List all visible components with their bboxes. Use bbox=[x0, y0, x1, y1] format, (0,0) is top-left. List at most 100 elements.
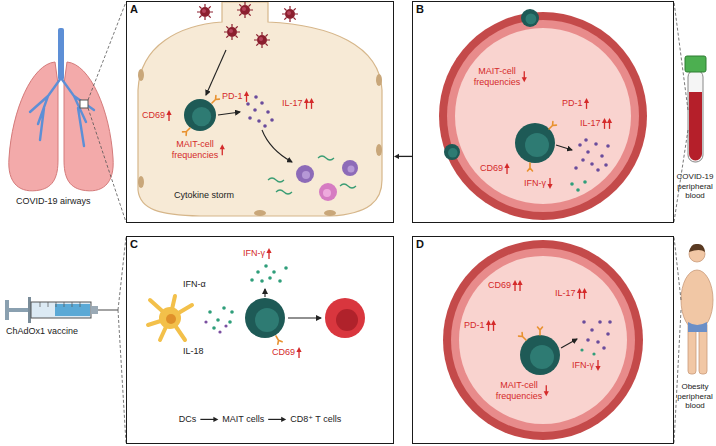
cell-interaction-illustration bbox=[260, 279, 264, 283]
change-arrow bbox=[604, 122, 605, 129]
blood-vessel-illustration bbox=[586, 338, 590, 342]
annotation-label: MAIT cells bbox=[222, 414, 264, 425]
change-arrow bbox=[514, 284, 515, 291]
person-illustration bbox=[689, 244, 705, 252]
alveolus-illustration bbox=[183, 126, 192, 135]
alveolus-illustration bbox=[342, 160, 358, 176]
blood-vessel-illustration bbox=[528, 163, 533, 171]
arrow-head bbox=[281, 417, 286, 422]
alveolus-illustration bbox=[138, 69, 144, 81]
blood-vessel-illustration bbox=[584, 138, 588, 142]
connector-line bbox=[398, 156, 412, 157]
blood-vessel-illustration bbox=[590, 328, 594, 332]
lungs-illustration bbox=[30, 78, 94, 146]
alveolus-illustration bbox=[197, 4, 213, 20]
annotation-label: IL-17 bbox=[555, 288, 576, 299]
annotation-label: COVID-19 airways bbox=[16, 196, 91, 207]
cell-interaction-illustration bbox=[274, 335, 282, 344]
blood-vessel-illustration bbox=[598, 320, 602, 324]
annotation-label: PD-1 bbox=[562, 98, 583, 109]
lungs-illustration bbox=[9, 62, 58, 191]
blood-tube-illustration bbox=[685, 56, 706, 72]
panel-box: A bbox=[126, 1, 394, 223]
change-arrow bbox=[493, 324, 494, 331]
annotation-label: PD-1 bbox=[222, 91, 243, 102]
cell-interaction-illustration bbox=[212, 326, 216, 330]
arrow-head bbox=[522, 77, 527, 82]
alveolus-illustration bbox=[319, 183, 337, 201]
blood-vessel-illustration bbox=[570, 182, 574, 186]
alveolus-illustration bbox=[138, 2, 382, 216]
blood-vessel-illustration bbox=[576, 188, 580, 192]
person-illustration bbox=[681, 270, 713, 330]
panel-letter: C bbox=[130, 238, 138, 251]
person-illustration bbox=[674, 237, 681, 443]
alveolus-illustration bbox=[246, 102, 250, 106]
blood-vessel-illustration bbox=[596, 340, 600, 344]
blood-vessel-illustration bbox=[580, 348, 595, 355]
blood-vessel-illustration bbox=[561, 339, 577, 348]
arrow-head bbox=[544, 391, 549, 396]
change-arrow bbox=[488, 324, 489, 331]
cell-interaction-illustration bbox=[148, 296, 192, 340]
cell-interaction-illustration bbox=[148, 264, 365, 344]
arrow-head bbox=[595, 366, 600, 371]
arrow-head bbox=[547, 184, 552, 189]
annotation-label: IFN-γ bbox=[524, 178, 546, 189]
change-arrow bbox=[524, 71, 525, 78]
migration-arrow bbox=[394, 154, 412, 159]
alveolus-illustration bbox=[218, 112, 240, 115]
panel-letter: D bbox=[416, 238, 424, 251]
lungs-illustration bbox=[58, 28, 64, 80]
arrow-head bbox=[577, 288, 582, 293]
change-arrow bbox=[222, 148, 223, 155]
alveolus-illustration bbox=[224, 24, 240, 40]
arrow-head bbox=[213, 417, 218, 422]
change-arrow bbox=[609, 122, 610, 129]
syringe-illustration bbox=[5, 237, 126, 443]
alveolus-illustration bbox=[248, 116, 252, 120]
alveolus-illustration bbox=[210, 96, 219, 105]
annotation-label: ChAdOx1 vaccine bbox=[6, 326, 78, 337]
blood-vessel-illustration bbox=[439, 12, 647, 220]
cell-interaction-illustration bbox=[222, 306, 226, 310]
annotation-label: Cytokine storm bbox=[174, 190, 234, 201]
cell-interaction-illustration bbox=[278, 279, 282, 283]
panel-letter: A bbox=[130, 3, 138, 16]
cell-interaction-illustration bbox=[288, 317, 321, 318]
blood-vessel-illustration bbox=[582, 320, 586, 324]
panel-letter: B bbox=[416, 3, 424, 16]
annotation-label: CD69 bbox=[272, 347, 295, 358]
cell-interaction-illustration bbox=[264, 289, 265, 297]
change-arrow bbox=[506, 167, 507, 174]
cell-interaction-illustration bbox=[325, 298, 365, 338]
blood-vessel-illustration bbox=[439, 9, 647, 220]
change-arrow bbox=[579, 292, 580, 299]
annotation-label: MAIT-cell frequencies bbox=[166, 139, 224, 161]
alveolus-illustration bbox=[270, 118, 274, 122]
annotation-label: CD8⁺ T cells bbox=[290, 414, 341, 425]
alveolus-illustration bbox=[184, 99, 216, 131]
lungs-illustration bbox=[64, 62, 113, 191]
cell-interaction-illustration bbox=[250, 264, 288, 283]
arrow-head bbox=[266, 248, 271, 253]
lungs-illustration bbox=[80, 100, 88, 108]
alveolus-illustration bbox=[323, 189, 331, 197]
syringe-illustration bbox=[9, 308, 30, 312]
blood-vessel-illustration bbox=[606, 144, 610, 148]
alveolus-illustration bbox=[262, 130, 292, 162]
cell-interaction-illustration bbox=[272, 270, 276, 274]
annotation-label: IFN-γ bbox=[243, 248, 265, 259]
annotation-label: CD69 bbox=[480, 163, 503, 174]
change-arrow bbox=[168, 114, 169, 121]
cell-interaction-illustration bbox=[268, 276, 272, 280]
syringe-illustration bbox=[91, 306, 98, 314]
annotation-label: PD-1 bbox=[464, 320, 485, 331]
blood-vessel-illustration bbox=[459, 256, 627, 424]
arrow-head bbox=[309, 98, 314, 103]
blood-vessel-illustration bbox=[519, 333, 528, 342]
alveolus-illustration bbox=[282, 6, 298, 22]
cell-interaction-illustration bbox=[264, 264, 268, 268]
arrow-head bbox=[504, 163, 509, 168]
blood-vessel-illustration bbox=[583, 180, 587, 184]
